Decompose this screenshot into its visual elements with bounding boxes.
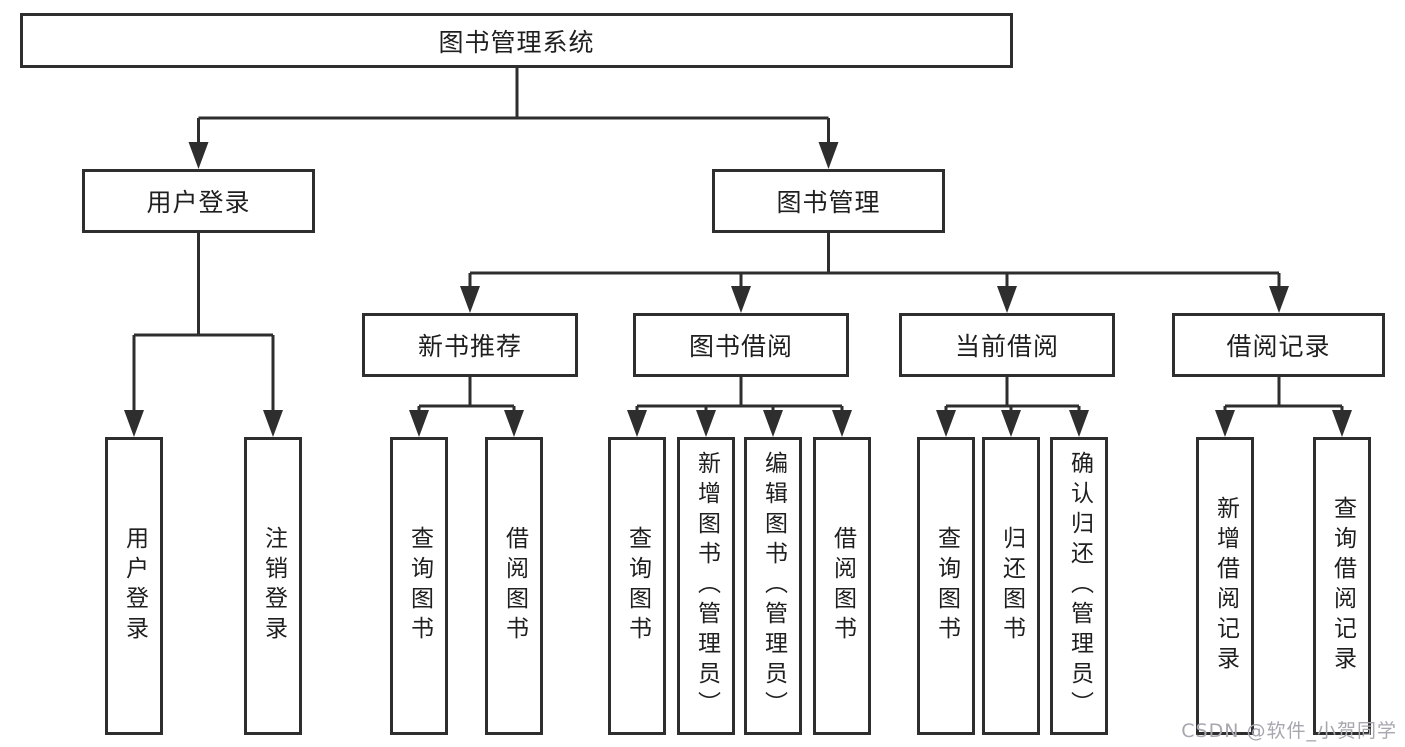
leaf-current-return-book: 归还图书 [982,437,1040,735]
leaf-current-confirm-return-admin: 确认归还（管理员） [1050,437,1108,735]
leaf-logout: 注销登录 [244,437,302,735]
node-root-label: 图书管理系统 [438,27,595,57]
node-current-borrow: 当前借阅 [899,313,1115,377]
node-borrow-records: 借阅记录 [1172,313,1385,377]
node-user-login: 用户登录 [82,169,315,233]
leaf-borrow-borrow-book-label: 借阅图书 [829,526,856,646]
leaf-borrow-edit-book-admin: 编辑图书（管理员） [744,437,802,735]
node-new-book-recommend-label: 新书推荐 [417,332,522,361]
leaf-current-search-book: 查询图书 [917,437,975,735]
leaf-newbooks-borrow-book-label: 借阅图书 [501,526,528,646]
leaf-borrow-add-book-admin: 新增图书（管理员） [677,437,735,735]
node-root: 图书管理系统 [20,13,1013,68]
leaf-newbooks-borrow-book: 借阅图书 [485,437,543,735]
leaf-current-return-book-label: 归还图书 [998,526,1025,646]
node-book-management: 图书管理 [712,169,945,233]
tree-edges [132,68,1344,413]
leaf-records-add-record-label: 新增借阅记录 [1212,496,1239,676]
leaf-borrow-edit-book-admin-label: 编辑图书（管理员） [760,451,787,721]
leaf-borrow-search-book: 查询图书 [608,437,666,735]
node-borrow-records-label: 借阅记录 [1226,332,1331,361]
leaf-logout-label: 注销登录 [260,526,287,646]
node-book-management-label: 图书管理 [776,188,881,217]
node-current-borrow-label: 当前借阅 [954,332,1059,361]
csdn-watermark: CSDN @软件_小贺同学 [1181,720,1397,742]
node-book-borrow: 图书借阅 [633,313,849,377]
leaf-borrow-search-book-label: 查询图书 [624,526,651,646]
node-new-book-recommend: 新书推荐 [362,313,578,377]
leaf-records-add-record: 新增借阅记录 [1196,437,1254,735]
leaf-current-confirm-return-admin-label: 确认归还（管理员） [1066,451,1093,721]
leaf-records-search-record: 查询借阅记录 [1313,437,1371,735]
leaf-user-login: 用户登录 [105,437,163,735]
leaf-current-search-book-label: 查询图书 [933,526,960,646]
leaf-user-login-label: 用户登录 [121,526,148,646]
node-book-borrow-label: 图书借阅 [688,332,793,361]
leaf-borrow-borrow-book: 借阅图书 [813,437,871,735]
leaf-newbooks-search-book: 查询图书 [390,437,448,735]
node-user-login-label: 用户登录 [146,188,251,217]
leaf-records-search-record-label: 查询借阅记录 [1329,496,1356,676]
arrowheads [124,142,1352,437]
leaf-borrow-add-book-admin-label: 新增图书（管理员） [693,451,720,721]
leaf-newbooks-search-book-label: 查询图书 [406,526,433,646]
